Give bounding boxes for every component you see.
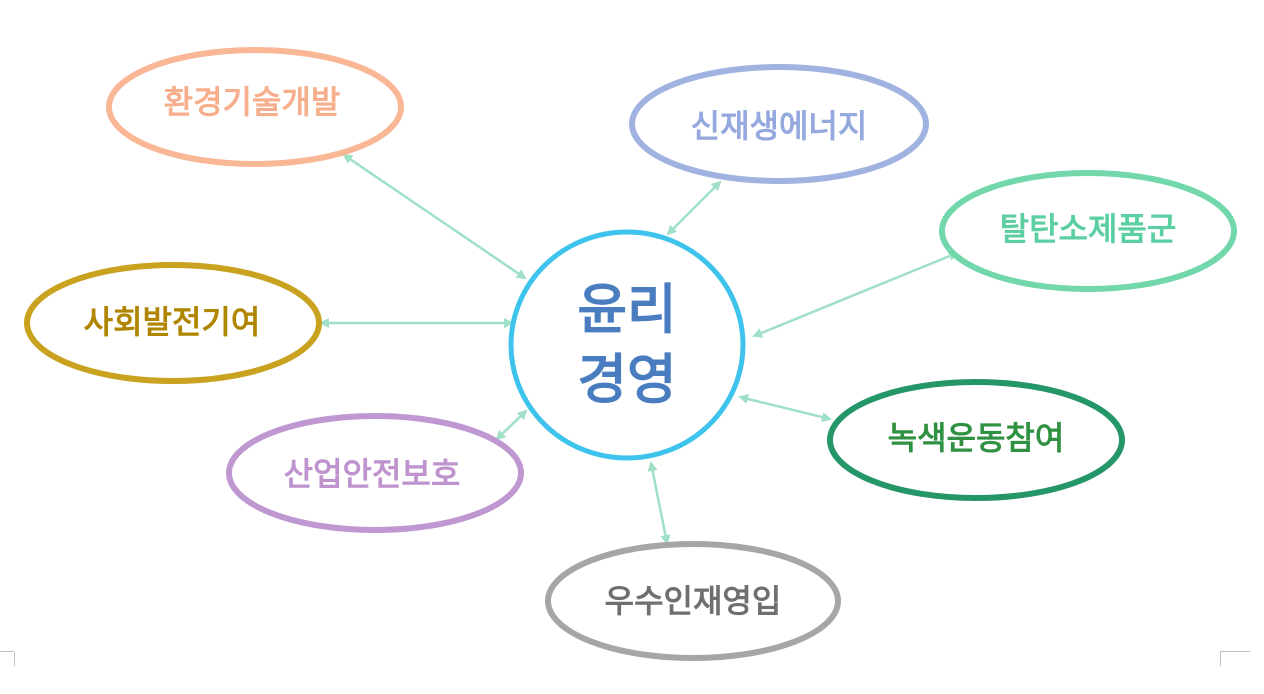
connector-green-movement	[738, 394, 832, 422]
node-renewable-label: 신재생에너지	[691, 107, 868, 145]
connector-decarbon	[752, 251, 959, 338]
connector-talent	[647, 461, 671, 545]
node-renewable: 신재생에너지	[629, 64, 929, 184]
node-env-tech: 환경기술개발	[106, 47, 404, 167]
page-corner-bottom-right-h	[1220, 651, 1250, 652]
node-decarbon-ellipse	[939, 170, 1237, 292]
node-green-movement-ellipse	[827, 379, 1125, 501]
node-green-movement-label: 녹색운동참여	[888, 419, 1065, 457]
node-green-movement: 녹색운동참여	[827, 379, 1125, 501]
node-safety-ellipse	[226, 413, 524, 533]
node-renewable-ellipse	[629, 64, 929, 184]
center-label-line2: 경영	[577, 348, 676, 411]
connector-env-tech	[342, 153, 527, 280]
center-circle	[508, 229, 746, 461]
page-corner-bottom-right	[1220, 652, 1235, 666]
node-decarbon: 탈탄소제품군	[939, 170, 1237, 292]
node-talent-ellipse	[545, 541, 841, 661]
node-safety-label: 산업안전보호	[284, 455, 461, 493]
node-env-tech-label: 환경기술개발	[164, 83, 341, 121]
node-decarbon-label: 탈탄소제품군	[1000, 210, 1177, 248]
page-corner-bottom-left-h	[0, 651, 14, 652]
node-social-label: 사회발전기여	[84, 303, 261, 341]
connectors	[319, 153, 959, 545]
node-safety: 산업안전보호	[226, 413, 524, 533]
page-corner-bottom-left	[0, 652, 15, 666]
node-social-ellipse	[24, 262, 322, 384]
node-social: 사회발전기여	[24, 262, 322, 384]
center-node: 윤리 경영	[508, 229, 746, 461]
node-talent-label: 우수인재영입	[605, 582, 782, 620]
node-env-tech-ellipse	[106, 47, 404, 167]
connector-renewable	[666, 180, 722, 236]
connector-safety	[495, 409, 528, 441]
center-label-line1: 윤리	[577, 278, 676, 341]
node-talent: 우수인재영입	[545, 541, 841, 661]
